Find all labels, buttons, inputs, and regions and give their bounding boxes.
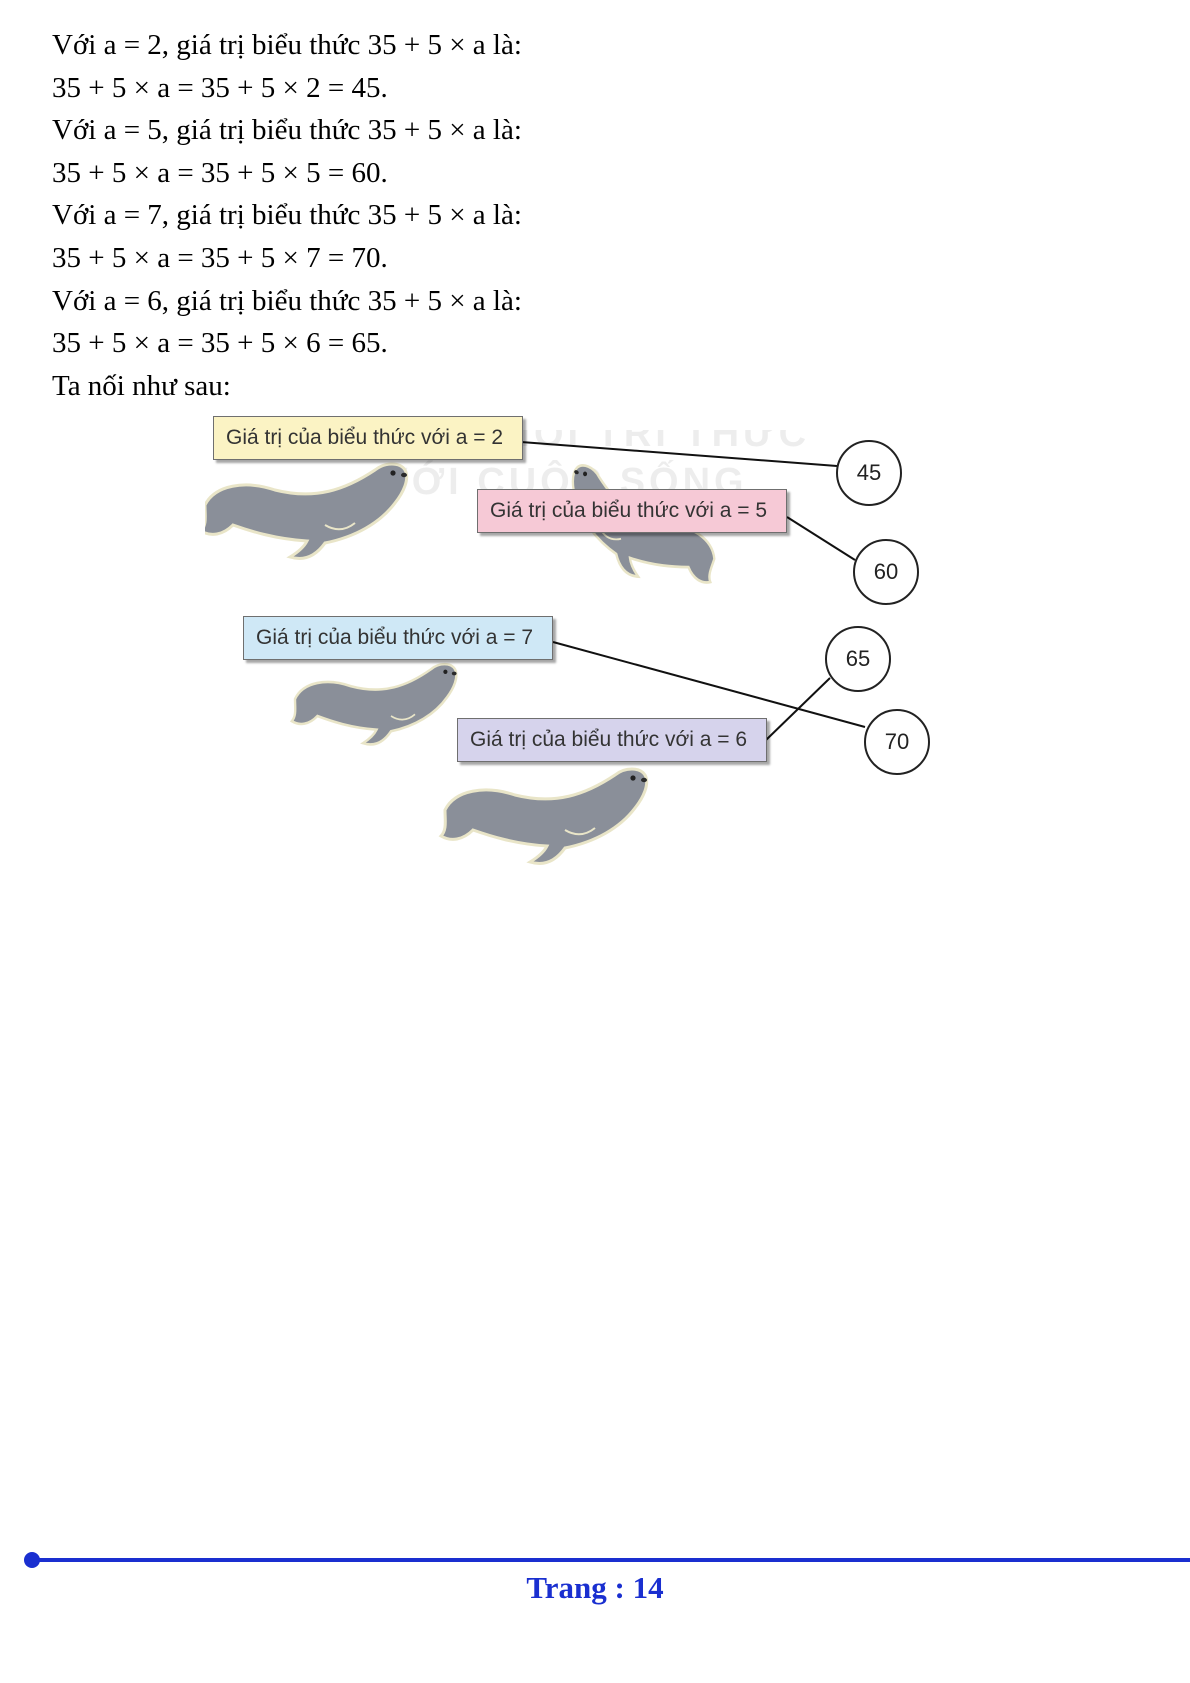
text-line: Với a = 6, giá trị biểu thức 35 + 5 × a …	[52, 284, 522, 317]
label-a-5: Giá trị của biểu thức với a = 5	[477, 489, 787, 533]
page-number: Trang : 14	[526, 1570, 664, 1605]
text-line: Với a = 2, giá trị biểu thức 35 + 5 × a …	[52, 29, 522, 61]
connector-a7-70	[552, 641, 866, 728]
footer-rule	[24, 1552, 1190, 1568]
matching-figure: KẾT NỐI TRI THỨC VỚI CUỘC SỐNG Giá trị c…	[205, 416, 1005, 930]
value-circle-60: 60	[853, 539, 919, 605]
connector-a5-60	[786, 516, 856, 561]
text-line: Với a = 5, giá trị biểu thức 35 + 5 × a …	[52, 114, 522, 147]
value-circle-70: 70	[864, 709, 930, 775]
label-a-7: Giá trị của biểu thức với a = 7	[243, 616, 553, 660]
seal-illustration-3	[290, 662, 458, 746]
seal-illustration-4	[439, 767, 649, 865]
connector-a2-45	[520, 441, 838, 467]
seal-illustration-1	[205, 462, 409, 560]
text-line: 35 + 5 × a = 35 + 5 × 2 = 45.	[52, 71, 388, 104]
connector-a6-65	[765, 677, 831, 741]
text-line: 35 + 5 × a = 35 + 5 × 7 = 70.	[52, 241, 388, 274]
text-line: Ta nối như sau:	[52, 369, 231, 402]
label-a-6: Giá trị của biểu thức với a = 6	[457, 718, 767, 762]
text-line: 35 + 5 × a = 35 + 5 × 5 = 60.	[52, 156, 388, 189]
label-a-2: Giá trị của biểu thức với a = 2	[213, 416, 523, 460]
solution-text: Với a = 2, giá trị biểu thức 35 + 5 × a …	[52, 24, 522, 407]
text-line: Với a = 7, giá trị biểu thức 35 + 5 × a …	[52, 199, 522, 232]
text-line: 35 + 5 × a = 35 + 5 × 6 = 65.	[52, 327, 388, 360]
value-circle-65: 65	[825, 626, 891, 692]
value-circle-45: 45	[836, 440, 902, 506]
figure-graphics: KẾT NỐI TRI THỨC VỚI CUỘC SỐNG	[205, 430, 866, 865]
